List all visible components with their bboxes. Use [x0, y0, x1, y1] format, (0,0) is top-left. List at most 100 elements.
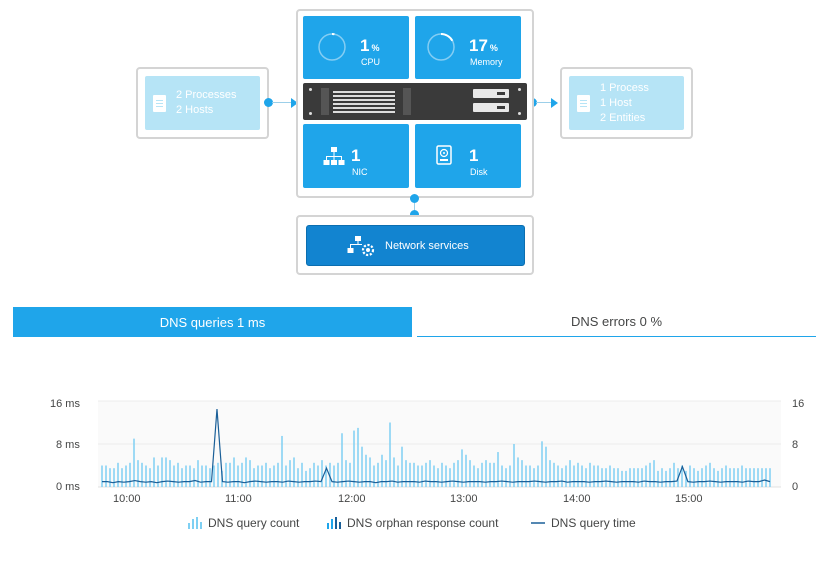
query-count-bar — [561, 468, 563, 487]
query-count-bar — [245, 457, 247, 487]
query-count-bar — [517, 457, 519, 487]
query-count-bar — [601, 468, 603, 487]
network-services-button[interactable]: Network services — [306, 225, 525, 266]
legend-label: DNS query time — [551, 516, 636, 530]
tab-dns-errors[interactable]: DNS errors 0 % — [417, 307, 816, 337]
query-count-bar — [417, 465, 419, 487]
query-count-bar — [329, 462, 331, 487]
left-card-line: 2 Processes — [176, 89, 237, 101]
query-count-bar — [573, 465, 575, 487]
query-count-bar — [593, 465, 595, 487]
query-count-bar — [613, 468, 615, 487]
query-count-bar — [421, 465, 423, 487]
query-count-bar — [509, 465, 511, 487]
disk-tile[interactable]: 1 Disk — [415, 124, 521, 188]
query-count-bar — [565, 465, 567, 487]
connector-dot — [264, 98, 273, 107]
server-icon — [303, 83, 527, 120]
query-count-bar — [133, 438, 135, 488]
query-count-bar — [265, 462, 267, 487]
query-count-bar — [177, 462, 179, 487]
query-count-bar — [665, 470, 667, 488]
legend-label: DNS query count — [208, 516, 300, 530]
query-count-bar — [541, 441, 543, 487]
query-count-bar — [317, 465, 319, 487]
query-count-bar — [689, 465, 691, 487]
tab-label: DNS errors 0 % — [570, 314, 663, 329]
legend-query-count[interactable]: DNS query count — [188, 516, 299, 530]
query-count-bar — [217, 462, 219, 487]
arrow-right-icon — [291, 98, 298, 108]
query-count-bar — [281, 435, 283, 487]
query-count-bar — [589, 462, 591, 487]
disk-label: Disk — [470, 167, 488, 177]
query-count-bar — [657, 470, 659, 488]
query-count-bar — [717, 470, 719, 488]
legend-label: DNS orphan response count — [347, 516, 499, 530]
query-count-bar — [469, 460, 471, 488]
query-count-bar — [189, 465, 191, 487]
network-services-icon — [347, 235, 375, 256]
query-count-bar — [197, 460, 199, 488]
query-count-bar — [533, 468, 535, 487]
query-count-bar — [157, 465, 159, 487]
query-count-bar — [285, 465, 287, 487]
query-count-bar — [109, 468, 111, 487]
query-count-bar — [105, 465, 107, 487]
nic-tile[interactable]: 1 NIC — [303, 124, 409, 188]
query-count-bar — [701, 468, 703, 487]
query-count-bar — [737, 468, 739, 487]
right-process-card[interactable]: 1 Process 1 Host 2 Entities — [560, 67, 693, 139]
host-card[interactable]: 1% CPU 17% Memory — [296, 9, 534, 198]
query-count-bar — [649, 462, 651, 487]
query-count-bar — [577, 462, 579, 487]
query-count-bar — [345, 460, 347, 488]
query-count-bar — [465, 454, 467, 487]
query-count-bar — [453, 462, 455, 487]
query-count-bar — [441, 462, 443, 487]
query-count-bar — [213, 465, 215, 487]
query-count-bar — [341, 433, 343, 487]
query-count-bar — [709, 462, 711, 487]
query-count-bar — [681, 465, 683, 487]
query-count-bar — [193, 468, 195, 487]
cpu-gauge-icon — [318, 32, 346, 61]
query-count-bar — [653, 460, 655, 488]
left-process-card[interactable]: 2 Processes 2 Hosts — [136, 67, 269, 139]
query-count-bar — [721, 468, 723, 487]
disk-icon — [436, 145, 452, 165]
query-count-bar — [505, 468, 507, 487]
query-count-bar — [273, 465, 275, 487]
query-count-bar — [757, 468, 759, 487]
cpu-tile[interactable]: 1% CPU — [303, 16, 409, 79]
tab-label: DNS queries 1 ms — [159, 314, 266, 330]
query-count-bar — [149, 468, 151, 487]
network-icon — [323, 147, 345, 165]
line-icon — [531, 522, 545, 524]
query-count-bar — [705, 465, 707, 487]
query-count-bar — [625, 470, 627, 488]
query-count-bar — [629, 468, 631, 487]
query-count-bar — [437, 468, 439, 487]
query-count-bar — [449, 468, 451, 487]
memory-tile[interactable]: 17% Memory — [415, 16, 521, 79]
cpu-label: CPU — [361, 57, 381, 67]
query-count-bar — [241, 462, 243, 487]
right-card-line: 1 Host — [600, 96, 632, 109]
query-count-bar — [301, 462, 303, 487]
legend-query-time[interactable]: DNS query time — [531, 516, 636, 530]
legend-orphan-count[interactable]: DNS orphan response count — [327, 516, 498, 530]
query-count-bar — [169, 460, 171, 488]
query-count-bar — [769, 468, 771, 487]
query-count-bar — [369, 457, 371, 487]
query-count-bar — [713, 468, 715, 487]
dns-queries-chart[interactable] — [0, 395, 829, 495]
tab-dns-queries[interactable]: DNS queries 1 ms — [13, 307, 412, 337]
query-count-bar — [513, 444, 515, 487]
query-count-bar — [597, 465, 599, 487]
query-count-bar — [413, 462, 415, 487]
query-count-bar — [153, 457, 155, 487]
query-count-bar — [297, 468, 299, 487]
query-count-bar — [725, 465, 727, 487]
query-count-bar — [749, 468, 751, 487]
